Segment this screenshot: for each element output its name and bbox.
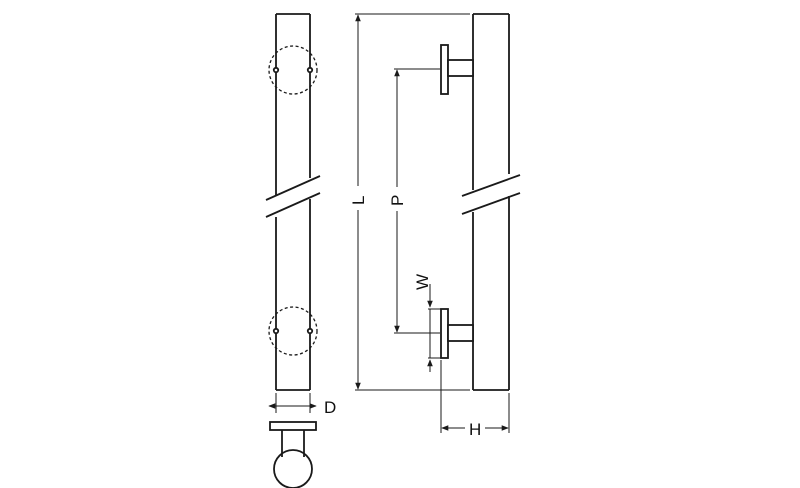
width-label: W: [413, 274, 432, 290]
pitch-label: P: [388, 195, 407, 206]
side-break-lines: [461, 174, 521, 215]
end-view: [269, 421, 317, 488]
length-dimension: L: [348, 13, 470, 391]
side-view: [440, 13, 521, 391]
front-view: D: [265, 13, 336, 417]
front-top-mount: [268, 45, 318, 95]
front-bottom-mount: [268, 306, 318, 356]
length-label: L: [349, 196, 368, 205]
width-dimension: W: [413, 274, 444, 372]
height-dimension: H: [440, 360, 510, 439]
diameter-label: D: [324, 398, 336, 417]
side-bottom-standoff: [440, 308, 474, 359]
height-label: H: [469, 420, 481, 439]
pitch-dimension: P: [387, 68, 440, 334]
diameter-dimension: D: [268, 393, 336, 417]
front-break-lines: [265, 175, 321, 218]
side-top-standoff: [440, 44, 474, 95]
